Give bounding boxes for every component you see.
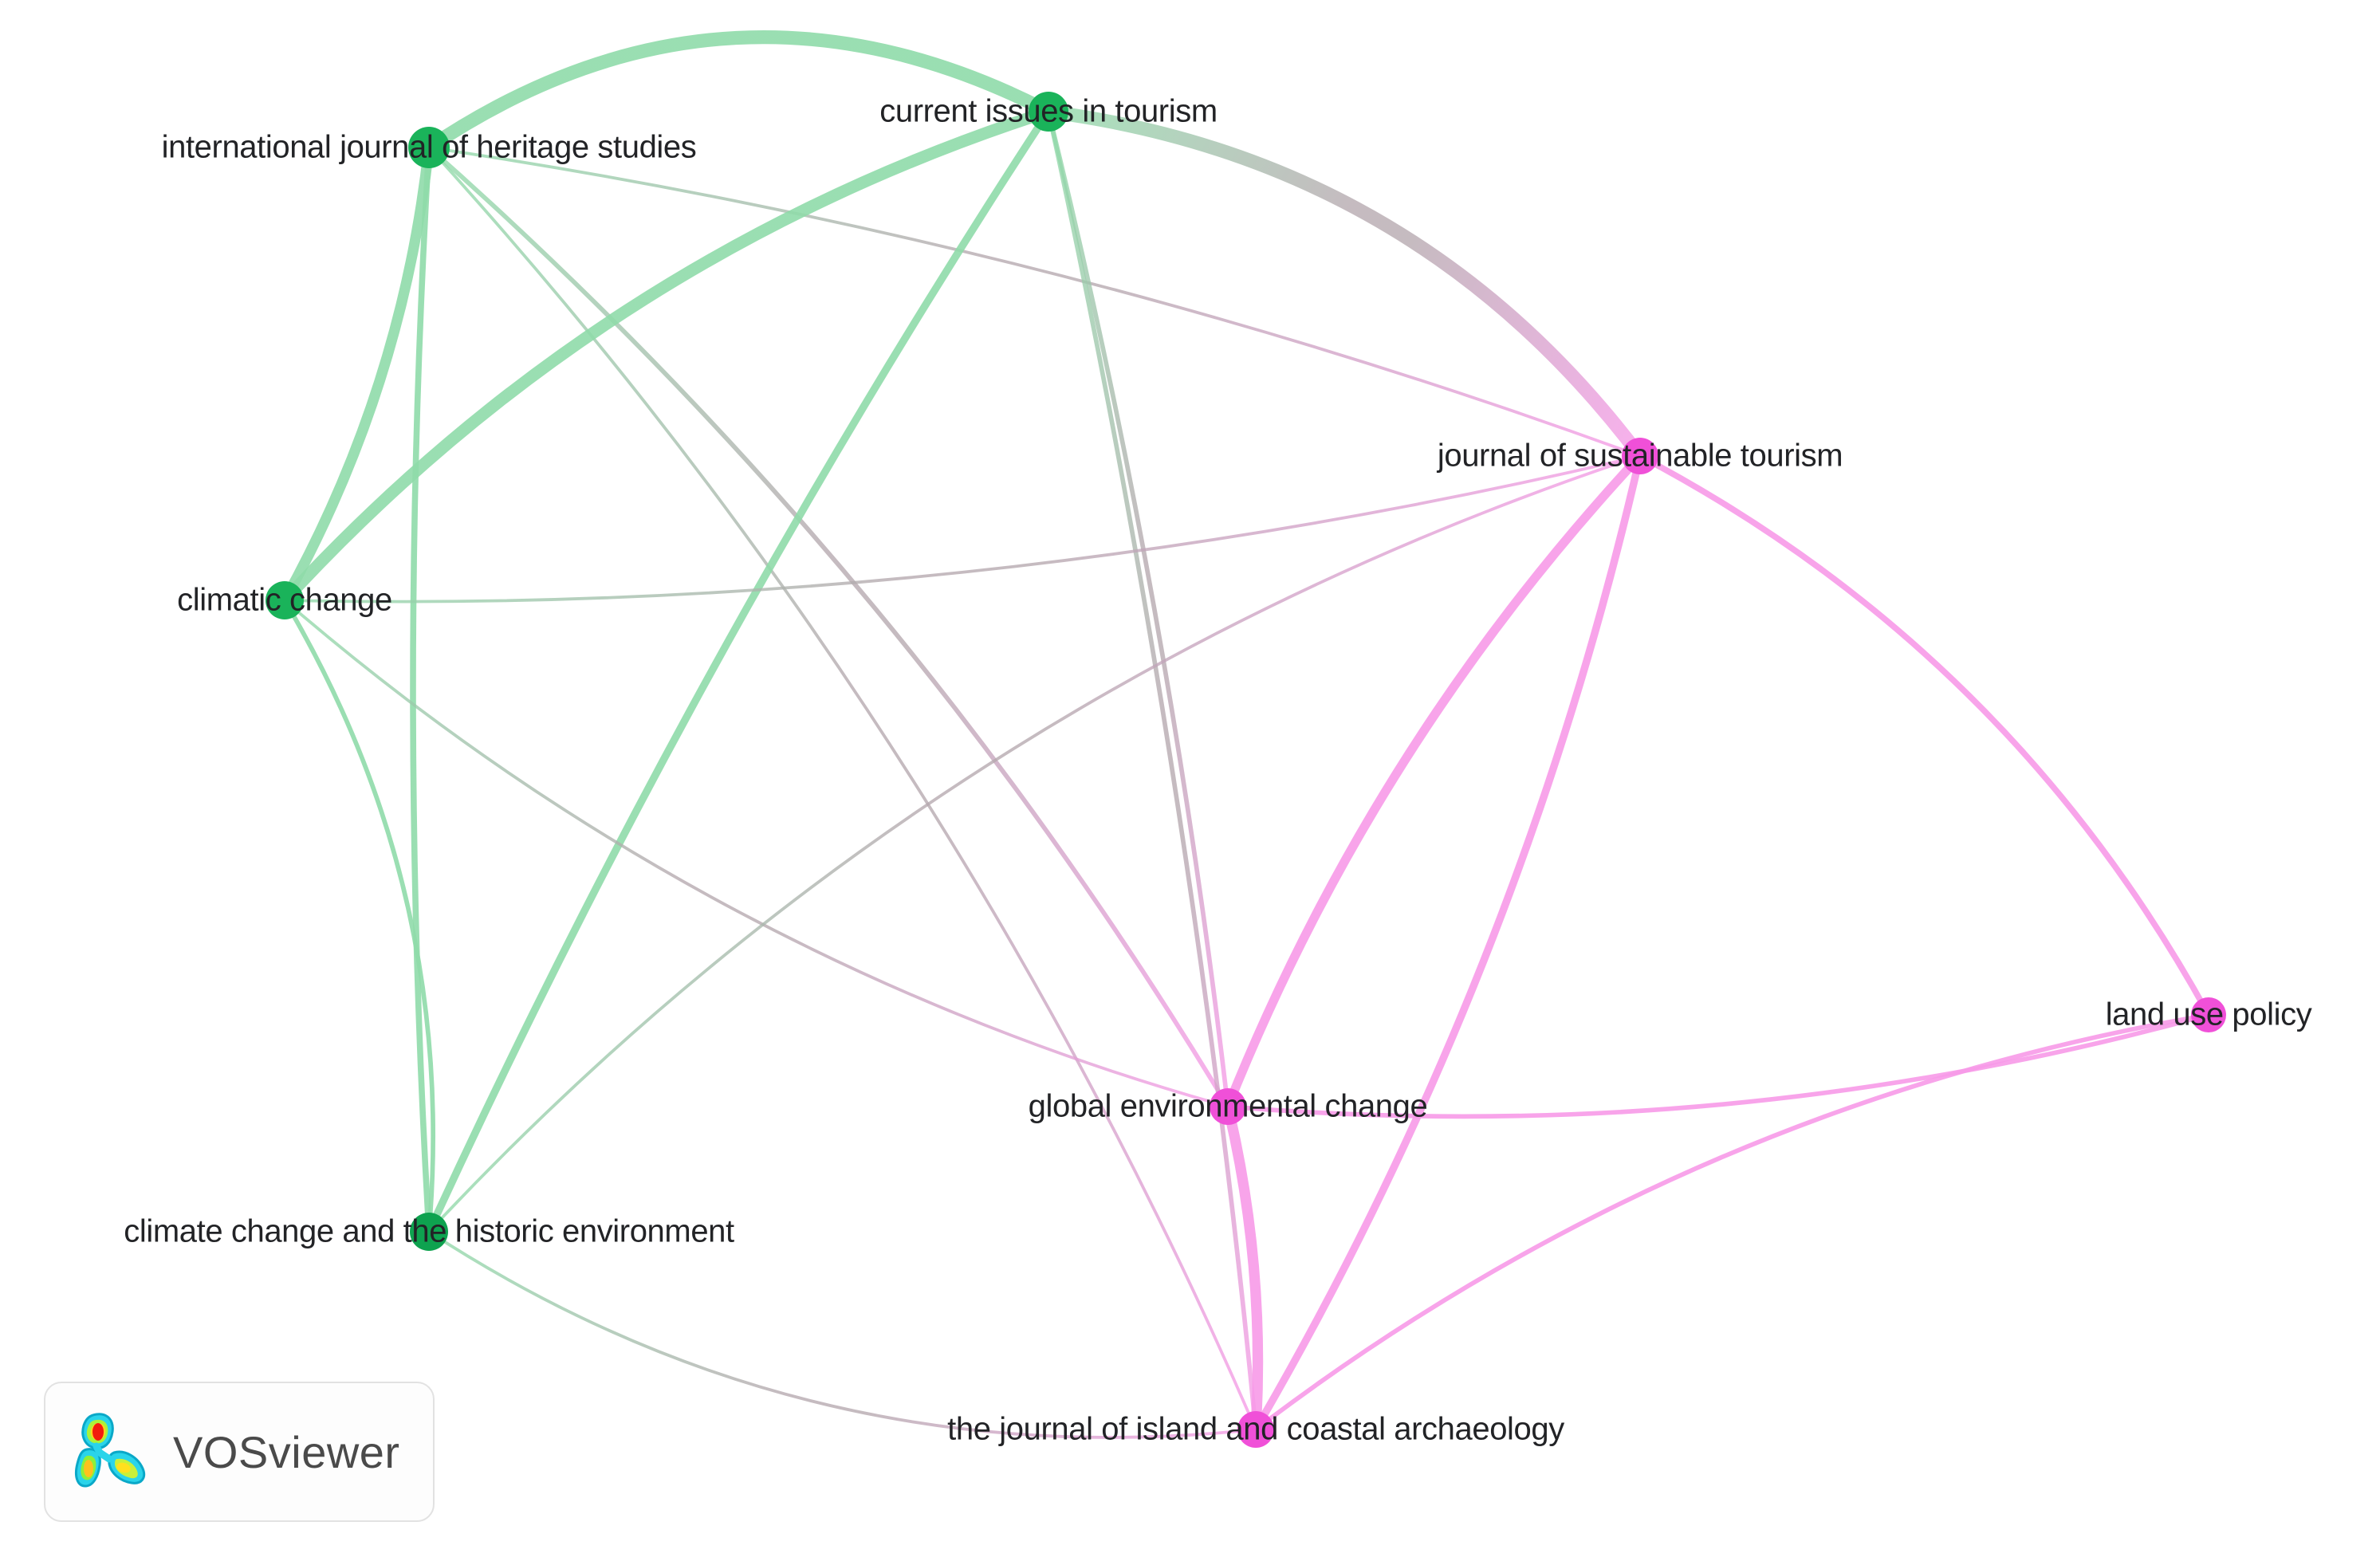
- network-edge: [283, 599, 1229, 1108]
- network-edge: [1637, 453, 2212, 1018]
- network-edge: [1252, 452, 1644, 1433]
- network-edge: [422, 30, 1056, 155]
- network-edge: [1041, 104, 1647, 463]
- network-edge: [1046, 109, 1230, 1109]
- network-edge: [1225, 1012, 2211, 1119]
- network-node[interactable]: [1210, 1088, 1246, 1125]
- network-edge: [283, 454, 1642, 604]
- vosviewer-logo-box[interactable]: VOSviewer: [44, 1382, 435, 1522]
- network-edge: [282, 598, 436, 1234]
- network-edge: [425, 108, 1052, 1236]
- network-node[interactable]: [1237, 1411, 1274, 1448]
- network-node[interactable]: [1029, 92, 1068, 132]
- network-edge: [1223, 451, 1645, 1111]
- vosviewer-logo-label: VOSviewer: [173, 1426, 400, 1477]
- network-edge: [278, 105, 1055, 607]
- network-edge: [427, 145, 1230, 1109]
- network-edge: [427, 146, 1257, 1431]
- network-node[interactable]: [408, 127, 450, 168]
- edges-layer: [278, 30, 2212, 1439]
- network-node[interactable]: [2191, 997, 2226, 1032]
- nodes-layer: [266, 92, 2226, 1448]
- network-node[interactable]: [410, 1213, 448, 1251]
- network-edge: [427, 454, 1642, 1233]
- network-edge: [1222, 1101, 1264, 1435]
- network-edge: [279, 142, 435, 606]
- network-edge: [427, 1230, 1257, 1439]
- vosviewer-heatmap-icon: [74, 1413, 146, 1488]
- network-node[interactable]: [266, 581, 304, 619]
- network-edge: [1253, 1012, 2211, 1432]
- network-node[interactable]: [1622, 438, 1658, 474]
- network-edge: [427, 146, 1642, 458]
- network-edge: [1046, 109, 1258, 1432]
- network-edge: [410, 144, 432, 1235]
